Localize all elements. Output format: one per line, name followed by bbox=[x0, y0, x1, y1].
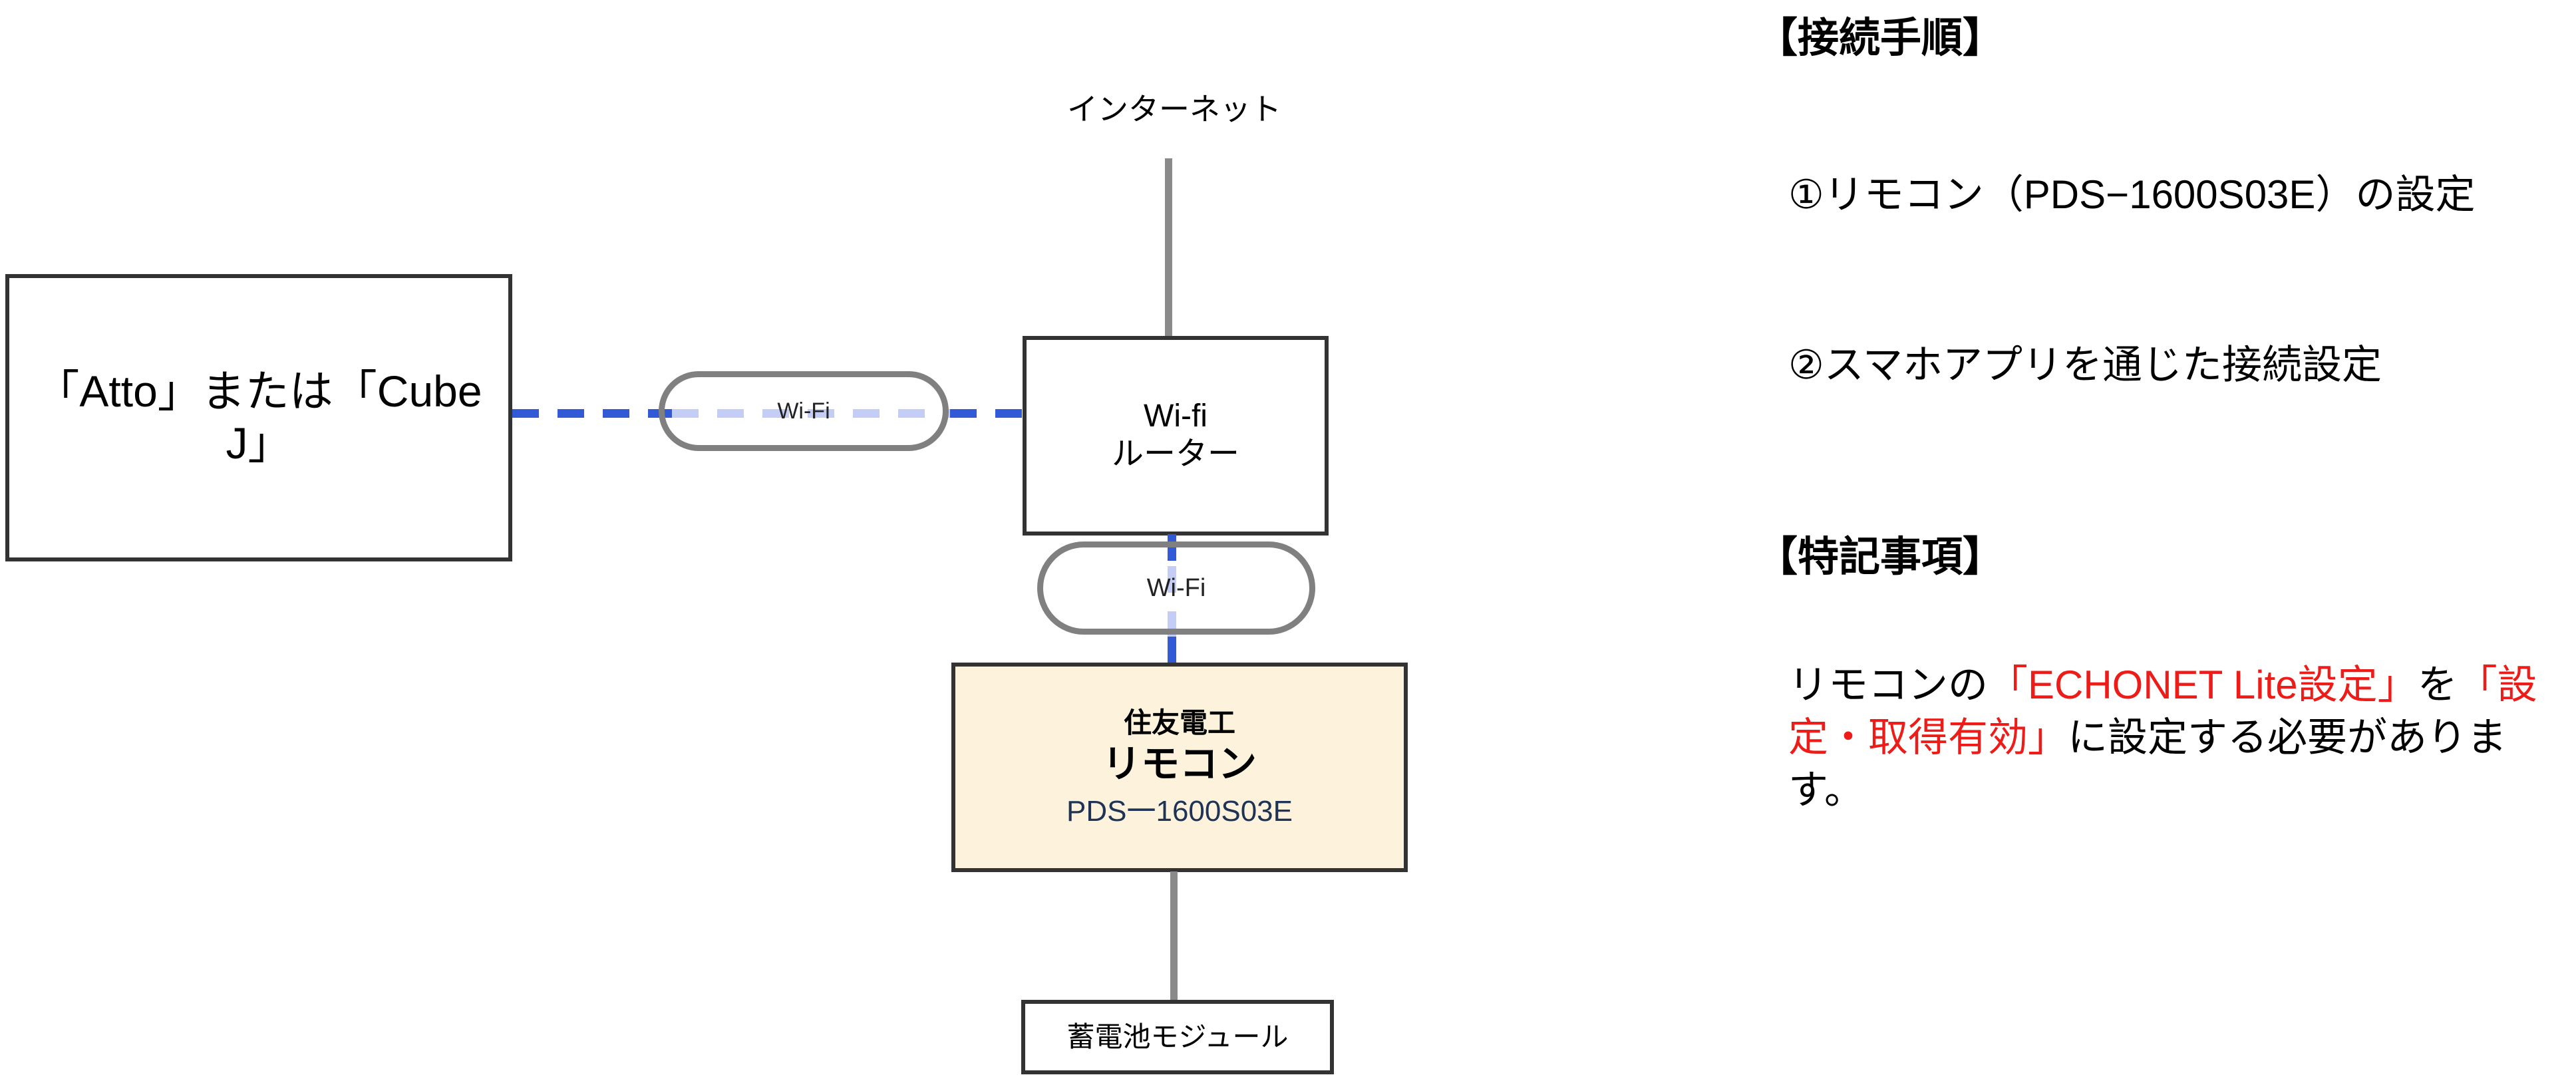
remote-to-battery-connector-line bbox=[1170, 871, 1178, 1002]
remarks-note-part-4: に設定する必要があります。 bbox=[1788, 715, 2507, 813]
remarks-note-part-0: リモコンの bbox=[1788, 663, 1988, 707]
wifi-badge-horizontal-label: Wi-Fi bbox=[777, 398, 830, 424]
internet-connector-line bbox=[1165, 158, 1172, 338]
device-box-label: 「Atto」または「Cube J」 bbox=[35, 367, 482, 468]
wifi-badge-vertical: Wi-Fi bbox=[1037, 541, 1315, 635]
remote-control-box[interactable]: 住友電工 リモコン PDS一1600S03E bbox=[951, 663, 1408, 872]
remote-control-model: PDS一1600S03E bbox=[1066, 794, 1293, 828]
remarks-note-part-3: 「設定・取得有効」 bbox=[1788, 663, 2537, 760]
remote-control-brand: 住友電工 bbox=[1123, 706, 1235, 738]
device-box[interactable]: 「Atto」または「Cube J」 bbox=[5, 274, 512, 561]
remarks-note-part-1: 「ECHONET Lite設定」 bbox=[1988, 663, 2418, 707]
wifi-link-segment-right bbox=[950, 409, 1025, 418]
wifi-router-label-line1: Wi-fi bbox=[1144, 398, 1208, 434]
wifi-badge-vertical-label: Wi-Fi bbox=[1146, 573, 1206, 602]
remote-control-title: リモコン bbox=[1102, 742, 1257, 786]
procedure-heading: 【接続手順】 bbox=[1756, 15, 2005, 61]
wifi-badge-horizontal: Wi-Fi bbox=[659, 371, 949, 451]
remarks-note: リモコンの「ECHONET Lite設定」を「設定・取得有効」に設定する必要があ… bbox=[1788, 659, 2540, 817]
internet-label: インターネット bbox=[1067, 92, 1281, 126]
wifi-router-label-line2: ルーター bbox=[1111, 436, 1239, 472]
wifi-link-vertical-segment-bottom bbox=[1168, 637, 1176, 667]
remarks-note-part-2: を bbox=[2417, 663, 2458, 707]
procedure-item-1: ①リモコン（PDS−1600S03E）の設定 bbox=[1788, 172, 2476, 217]
procedure-item-2: ②スマホアプリを通じた接続設定 bbox=[1788, 343, 2382, 387]
wifi-link-segment-left bbox=[512, 409, 672, 418]
remarks-heading: 【特記事項】 bbox=[1756, 534, 2005, 580]
battery-module-label: 蓄電池モジュール bbox=[1066, 1021, 1289, 1053]
wifi-router-box[interactable]: Wi-fi ルーター bbox=[1023, 336, 1329, 536]
battery-module-box[interactable]: 蓄電池モジュール bbox=[1021, 1000, 1334, 1074]
